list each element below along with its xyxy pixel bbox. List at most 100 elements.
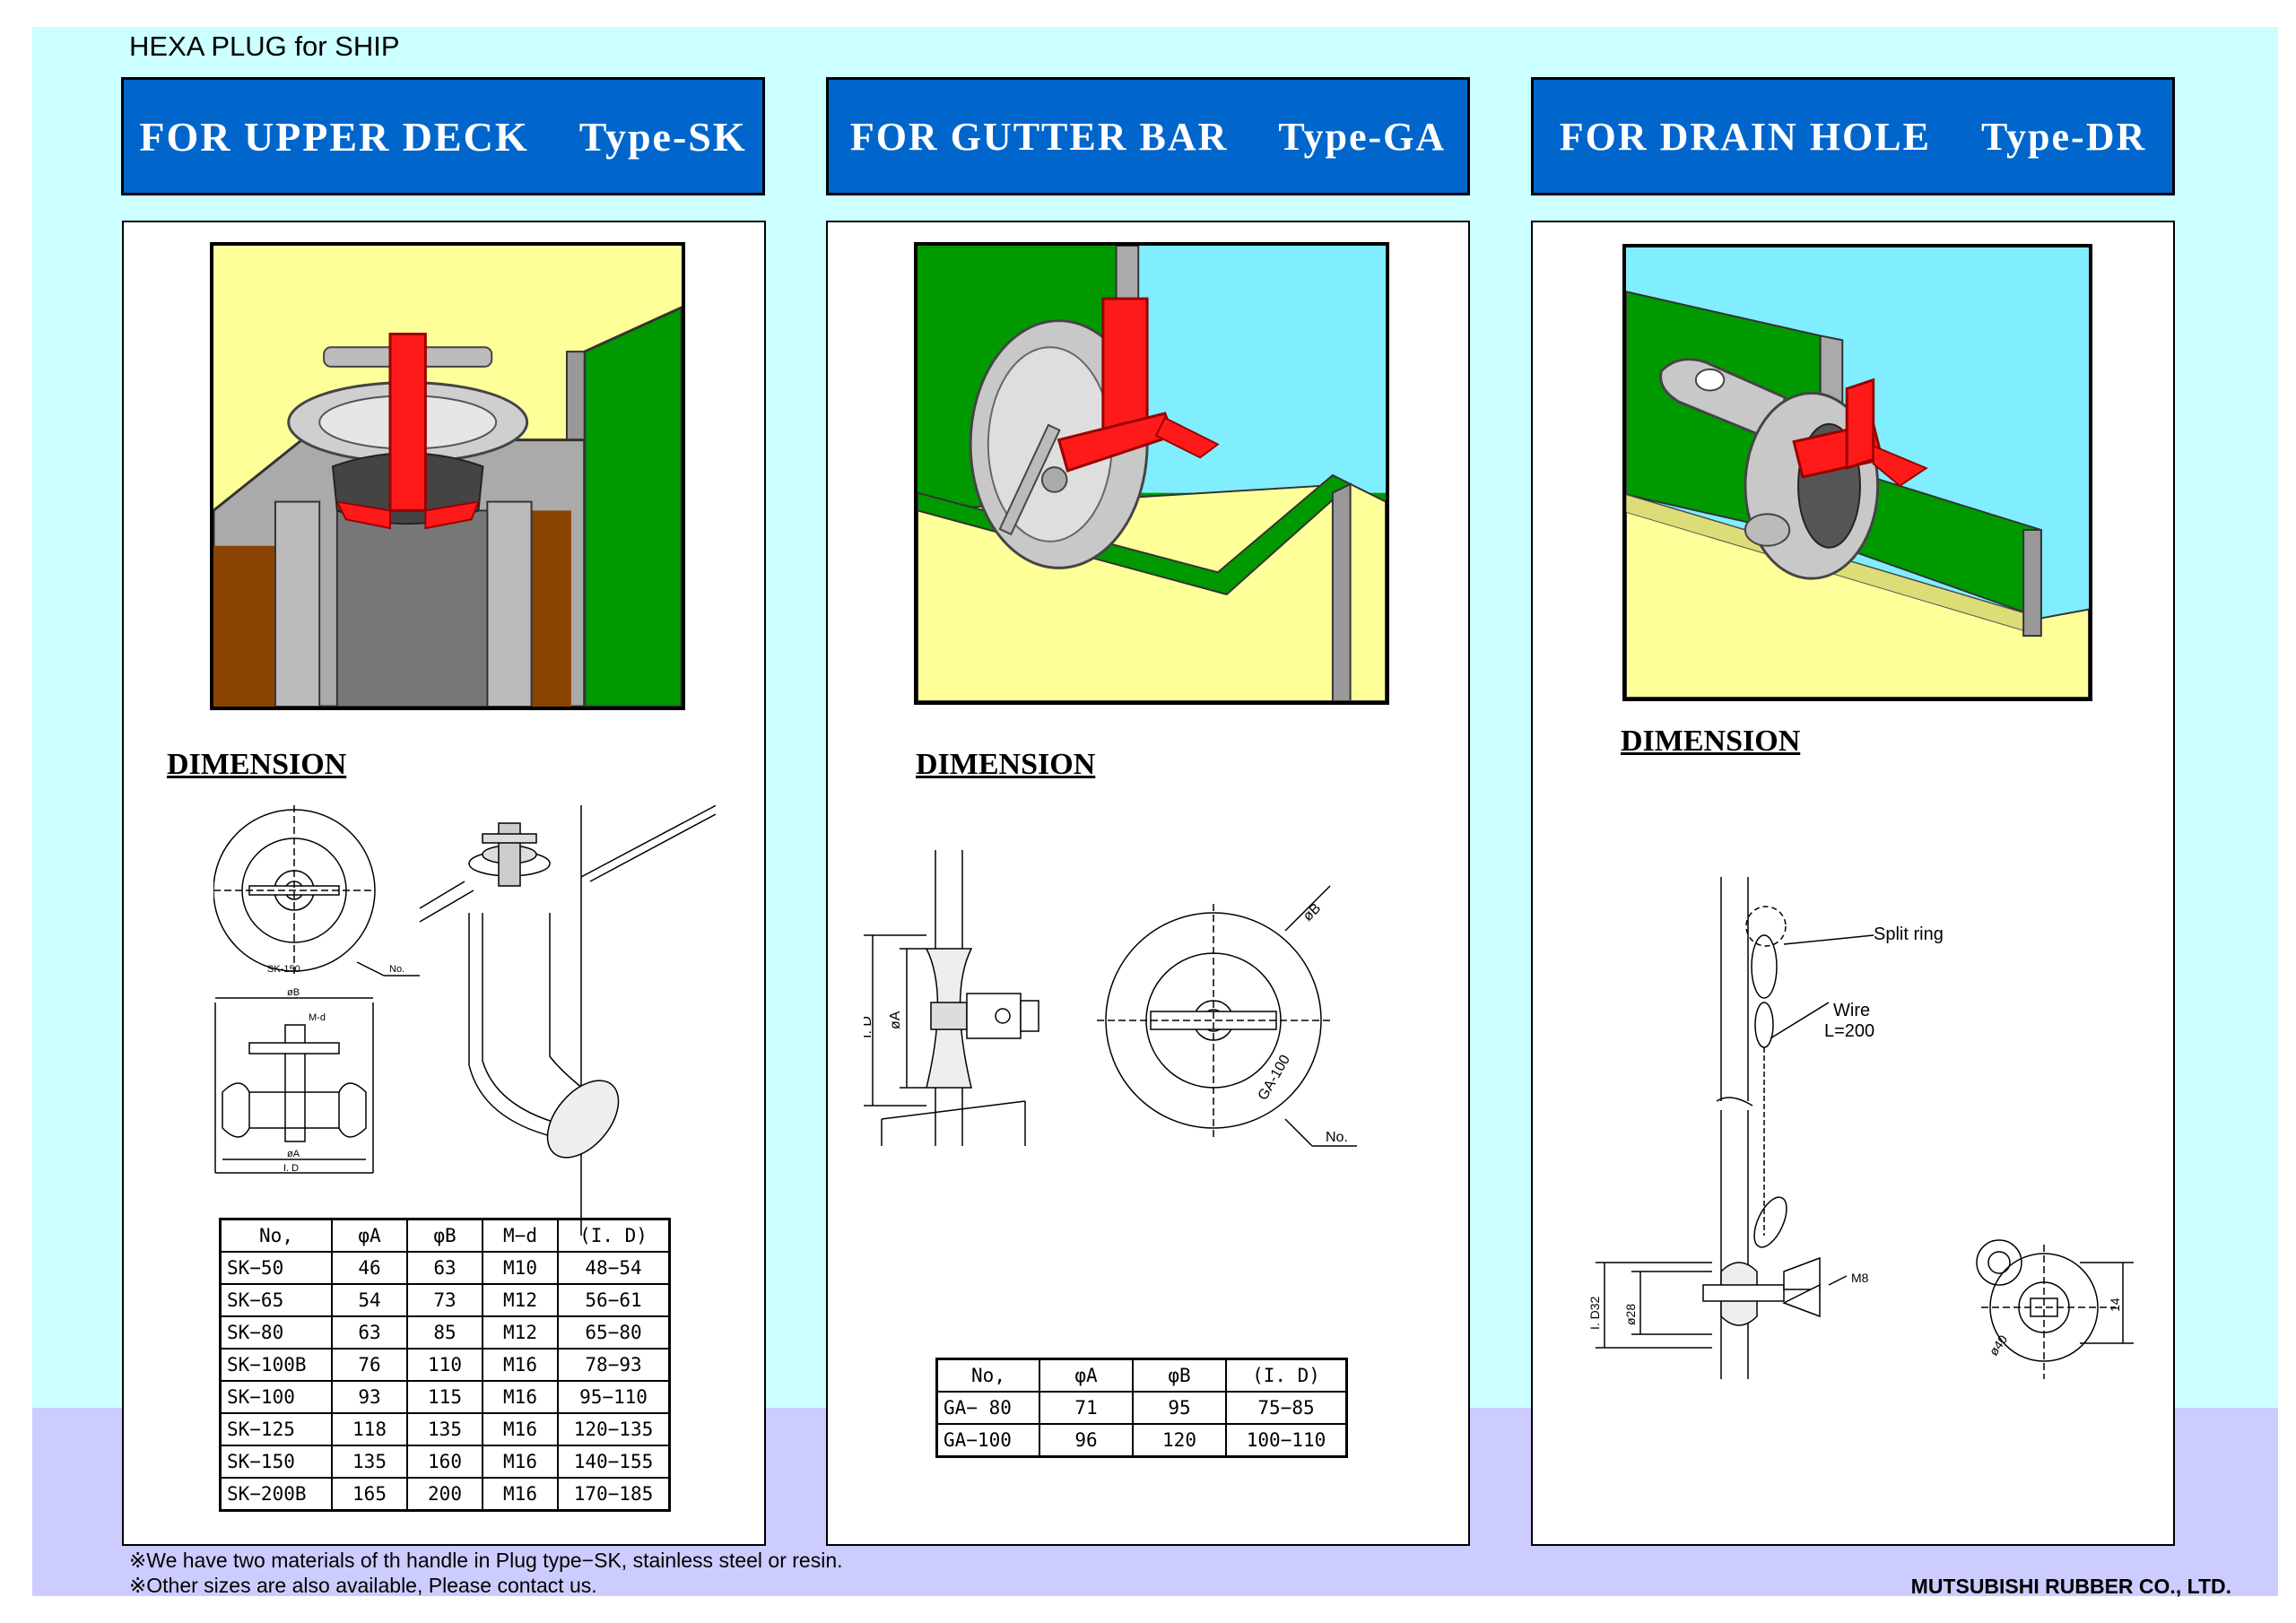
table-cell: 46 xyxy=(331,1251,408,1285)
table-cell: M10 xyxy=(482,1251,559,1285)
table-cell: 95−110 xyxy=(557,1380,671,1414)
dr-label-h14: 14 xyxy=(2108,1298,2122,1312)
table-cell: 100−110 xyxy=(1225,1423,1348,1458)
ga-label-a: øA xyxy=(888,1011,903,1029)
table-cell: 120 xyxy=(1132,1423,1227,1458)
table-cell: 135 xyxy=(331,1445,408,1479)
ga-illustration xyxy=(914,242,1389,705)
ga-col-no: No, xyxy=(935,1358,1040,1393)
manufacturer-name: MUTSUBISHI RUBBER CO., LTD. xyxy=(1910,1575,2231,1598)
table-cell: 118 xyxy=(331,1412,408,1446)
table-cell: SK−200B xyxy=(219,1477,333,1512)
table-cell: 95 xyxy=(1132,1391,1227,1425)
table-cell: M12 xyxy=(482,1283,559,1317)
dr-label-id32: I. D32 xyxy=(1587,1296,1602,1330)
dr-label-m8: M8 xyxy=(1851,1271,1869,1285)
table-cell: 160 xyxy=(406,1445,483,1479)
table-cell: 120−135 xyxy=(557,1412,671,1446)
table-cell: 110 xyxy=(406,1348,483,1382)
ga-col-id: (I. D) xyxy=(1225,1358,1348,1393)
table-cell: 115 xyxy=(406,1380,483,1414)
dr-label-wire: Wire xyxy=(1833,1001,1870,1020)
table-cell: 63 xyxy=(331,1315,408,1350)
table-cell: M16 xyxy=(482,1412,559,1446)
sk-dimension-drawing: SK-150 No. øB M-d øA I. D xyxy=(213,805,716,1236)
ga-label-model: GA-100 xyxy=(1256,1053,1293,1103)
document-title: HEXA PLUG for SHIP xyxy=(129,30,400,62)
table-cell: 56−61 xyxy=(557,1283,671,1317)
sk-col-b: φB xyxy=(406,1218,483,1253)
dr-dimension-drawing: Split ring Wire L=200 M8 I. D32 ø28 ø40 … xyxy=(1578,877,2134,1415)
table-cell: SK−50 xyxy=(219,1251,333,1285)
dr-label-d40: ø40 xyxy=(1986,1332,2010,1358)
sk-label-b: øB xyxy=(287,987,300,998)
dr-label-wire-length: L=200 xyxy=(1824,1021,1874,1041)
panel-type-ga: DIMENSION xyxy=(826,221,1470,1546)
table-cell: 65−80 xyxy=(557,1315,671,1350)
table-cell: 54 xyxy=(331,1283,408,1317)
header-gutter-bar-type: Type-GA xyxy=(1278,114,1447,159)
table-cell: SK−125 xyxy=(219,1412,333,1446)
table-cell: 165 xyxy=(331,1477,408,1512)
table-cell: 170−185 xyxy=(557,1477,671,1512)
table-cell: GA−100 xyxy=(935,1423,1040,1458)
panel-type-sk: DIMENSION xyxy=(122,221,766,1546)
footnote-other-sizes: ※Other sizes are also available, Please … xyxy=(129,1574,597,1597)
ga-label-id: I. D xyxy=(864,1016,874,1038)
header-drain-hole: FOR DRAIN HOLE Type-DR xyxy=(1531,77,2175,195)
table-cell: M16 xyxy=(482,1477,559,1512)
sk-label-md: M-d xyxy=(309,1012,326,1023)
sk-col-no: No, xyxy=(219,1218,333,1253)
table-cell: M16 xyxy=(482,1380,559,1414)
header-upper-deck: FOR UPPER DECK Type-SK xyxy=(121,77,765,195)
sk-label-no: No. xyxy=(389,964,404,975)
table-cell: 93 xyxy=(331,1380,408,1414)
table-cell: SK−100B xyxy=(219,1348,333,1382)
table-cell: 85 xyxy=(406,1315,483,1350)
table-cell: M12 xyxy=(482,1315,559,1350)
ga-label-b: øB xyxy=(1300,900,1324,924)
ga-col-a: φA xyxy=(1039,1358,1134,1393)
dr-label-d28: ø28 xyxy=(1623,1304,1638,1325)
dr-illustration xyxy=(1622,244,2092,701)
table-cell: SK−150 xyxy=(219,1445,333,1479)
sk-label-model: SK-150 xyxy=(267,964,300,975)
sk-col-a: φA xyxy=(331,1218,408,1253)
table-cell: 48−54 xyxy=(557,1251,671,1285)
header-gutter-bar: FOR GUTTER BAR Type-GA xyxy=(826,77,1470,195)
panel-type-dr: DIMENSION xyxy=(1531,221,2175,1546)
sk-label-id: I. D xyxy=(283,1163,299,1174)
table-cell: M16 xyxy=(482,1348,559,1382)
table-cell: 78−93 xyxy=(557,1348,671,1382)
sk-dimension-label: DIMENSION xyxy=(167,748,347,781)
ga-table-header-row: No, φA φB (I. D) xyxy=(935,1358,1348,1393)
table-cell: M16 xyxy=(482,1445,559,1479)
table-cell: SK−80 xyxy=(219,1315,333,1350)
sk-label-a: øA xyxy=(287,1149,300,1159)
ga-col-b: φB xyxy=(1132,1358,1227,1393)
footnote-handle-material: ※We have two materials of th handle in P… xyxy=(129,1549,843,1572)
table-cell: SK−100 xyxy=(219,1380,333,1414)
ga-label-no: No. xyxy=(1326,1130,1348,1145)
table-cell: 96 xyxy=(1039,1423,1134,1458)
table-cell: 71 xyxy=(1039,1391,1134,1425)
table-cell: 135 xyxy=(406,1412,483,1446)
dr-dimension-label: DIMENSION xyxy=(1621,725,1801,758)
table-cell: 76 xyxy=(331,1348,408,1382)
header-gutter-bar-title: FOR GUTTER BAR xyxy=(849,114,1229,159)
sk-col-md: M−d xyxy=(482,1218,559,1253)
table-cell: 200 xyxy=(406,1477,483,1512)
dr-label-split-ring: Split ring xyxy=(1874,924,1944,944)
sk-illustration xyxy=(210,242,685,710)
table-cell: SK−65 xyxy=(219,1283,333,1317)
